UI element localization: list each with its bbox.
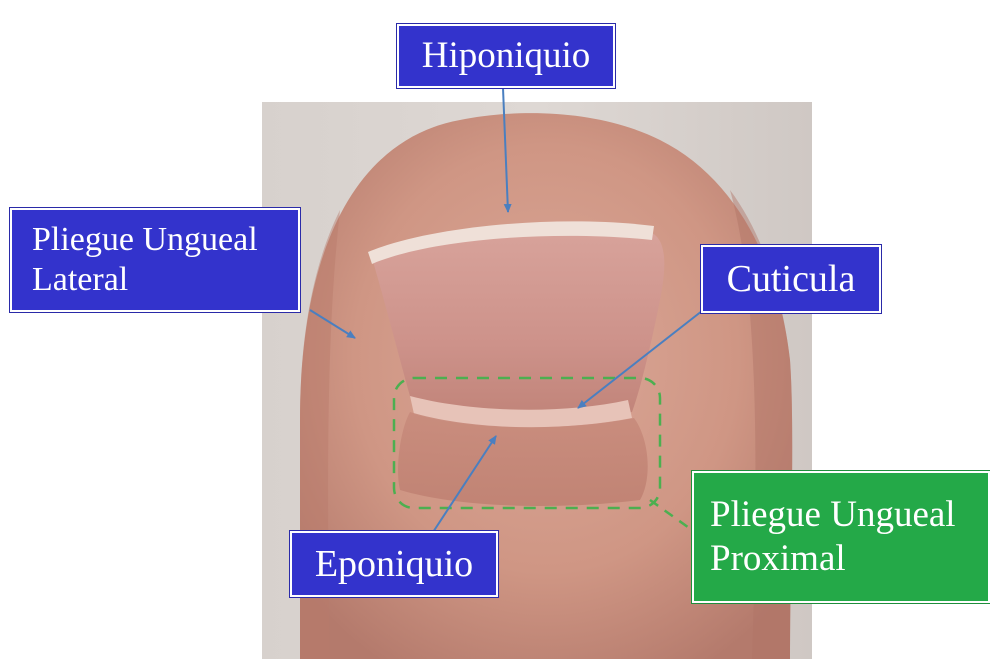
eponiquio-label: Eponiquio	[290, 531, 498, 597]
hiponiquio-label: Hiponiquio	[397, 24, 615, 88]
pliegue-ungueal-lateral-label: Pliegue Ungueal Lateral	[10, 208, 300, 312]
nail-plate	[372, 228, 664, 421]
pliegue-ungueal-proximal-label: Pliegue Ungueal Proximal	[692, 471, 990, 603]
cuticula-label: Cuticula	[701, 245, 881, 313]
